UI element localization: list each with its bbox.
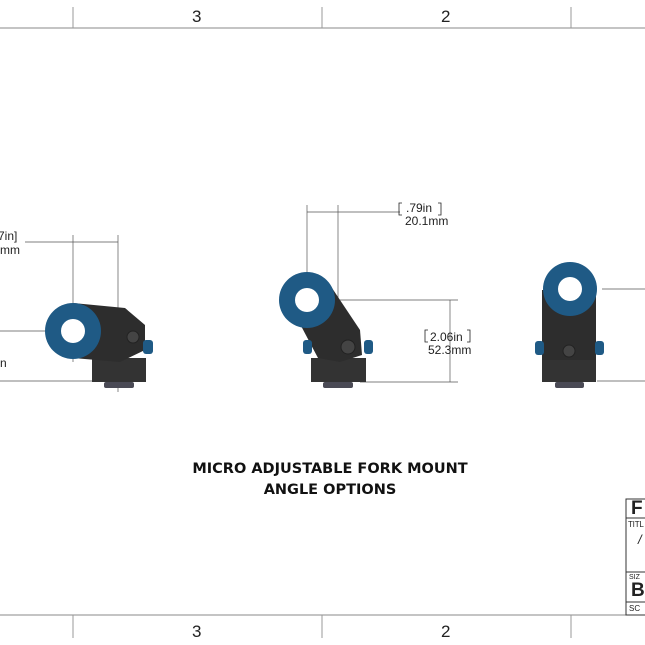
mount-view-0 [535, 262, 645, 388]
dimension-inches: 7in] [0, 229, 17, 243]
title-block-logo: F [631, 498, 643, 519]
zone-ticks [72, 7, 572, 638]
zone-label-bottom-3: 3 [192, 622, 201, 641]
title-block-title-value: / [638, 532, 642, 547]
title-block-scale-label: SC [629, 604, 641, 613]
dimension-mm-vertical: n [0, 356, 7, 370]
title-block-size-label: SIZ [629, 574, 640, 581]
zone-label-bottom-2: 2 [441, 622, 450, 641]
dimension-inches: .79in [406, 201, 432, 215]
title-block-title-label: TITL [628, 520, 644, 529]
mount-view-90: 7in] mm ] n [0, 229, 153, 392]
dimension-mm: mm [0, 243, 20, 257]
dimension-inches-vertical: 2.06in [430, 330, 463, 344]
drawing-title-line1: MICRO ADJUSTABLE FORK MOUNT [192, 461, 468, 477]
zone-label-top-3: 3 [192, 7, 201, 26]
dimension-mm-vertical: 52.3mm [428, 343, 471, 357]
drawing-title-line2: ANGLE OPTIONS [263, 482, 397, 498]
zone-label-top-2: 2 [441, 7, 450, 26]
title-block [625, 498, 645, 616]
title-block-size-value: B [631, 580, 645, 601]
mount-view-45: .79in 20.1mm 2.06in 52.3mm [279, 201, 471, 388]
dimension-mm: 20.1mm [405, 214, 448, 228]
